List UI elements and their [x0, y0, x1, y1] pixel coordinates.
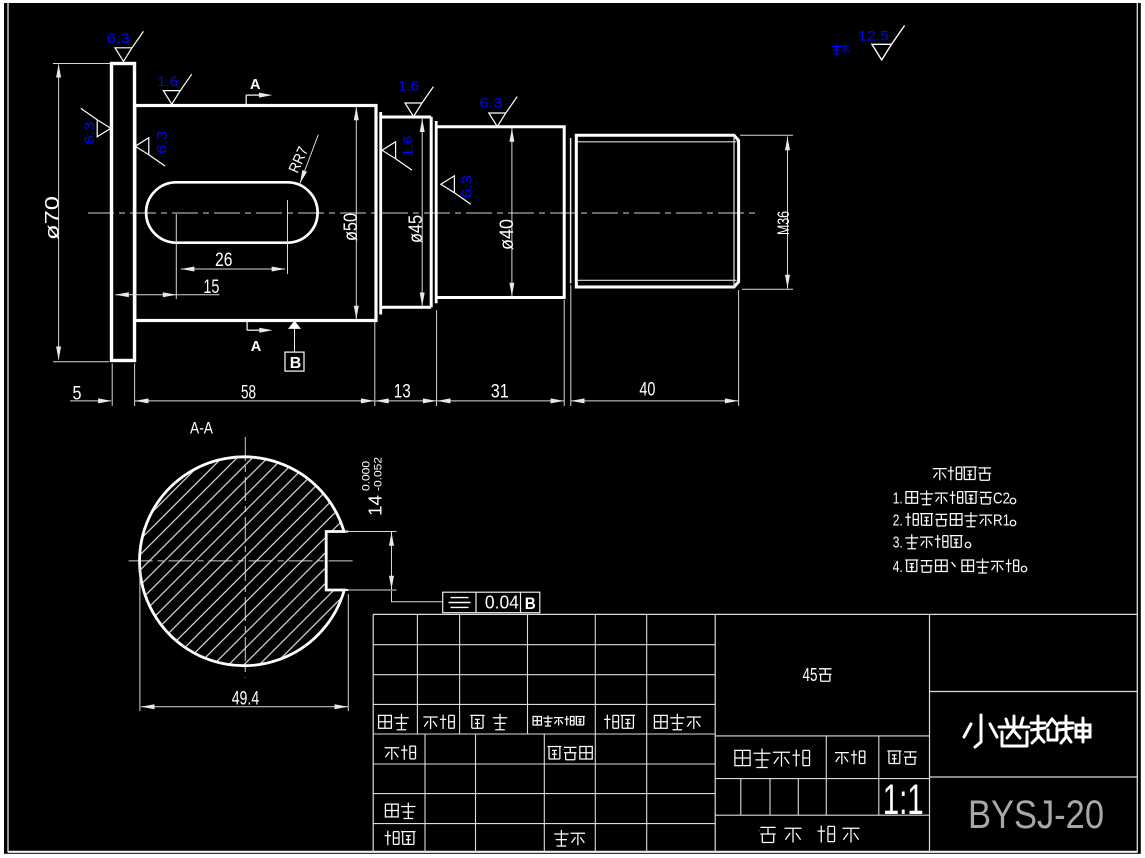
svg-text:0.04: 0.04: [485, 592, 519, 612]
svg-text:1.6: 1.6: [400, 135, 416, 156]
svg-text:0.000: 0.000: [361, 461, 373, 491]
svg-text:3.: 3.: [893, 535, 903, 552]
svg-text:45: 45: [803, 665, 818, 685]
svg-text:1.: 1.: [893, 491, 903, 508]
svg-text:40: 40: [639, 379, 655, 400]
svg-text:ø70: ø70: [43, 196, 64, 240]
svg-text:6.3: 6.3: [81, 121, 97, 144]
svg-text:ø40: ø40: [497, 219, 518, 250]
svg-text:1.6: 1.6: [398, 78, 419, 94]
svg-text:4.: 4.: [893, 559, 903, 576]
svg-text:A: A: [251, 339, 262, 355]
svg-text:B: B: [525, 594, 536, 613]
svg-text:A: A: [250, 77, 261, 93]
svg-text:15: 15: [203, 277, 219, 298]
svg-text:6.3: 6.3: [153, 131, 169, 154]
svg-text:-0.052: -0.052: [373, 457, 385, 491]
svg-text:58: 58: [241, 383, 256, 404]
svg-text:6.3: 6.3: [480, 95, 503, 111]
svg-text:ø50: ø50: [341, 213, 362, 241]
svg-text:M36: M36: [774, 211, 793, 235]
svg-text:1.6: 1.6: [157, 73, 178, 89]
svg-text:6.3: 6.3: [459, 175, 475, 198]
svg-text:R1: R1: [993, 513, 1010, 530]
svg-text:C2: C2: [993, 491, 1010, 508]
svg-text:ø45: ø45: [406, 215, 427, 243]
svg-text:14: 14: [366, 495, 386, 516]
svg-text:5: 5: [73, 383, 82, 404]
svg-text:B: B: [290, 355, 302, 372]
svg-text:31: 31: [491, 382, 509, 403]
svg-text:49.4: 49.4: [232, 689, 260, 710]
svg-text:13: 13: [394, 382, 411, 403]
svg-text:6.3: 6.3: [107, 30, 130, 46]
svg-text:1:1: 1:1: [883, 776, 924, 824]
svg-text:26: 26: [215, 250, 233, 271]
svg-text:2.: 2.: [893, 513, 903, 530]
svg-text:12.5: 12.5: [858, 27, 889, 43]
svg-text:BYSJ-20: BYSJ-20: [968, 793, 1104, 837]
svg-text:A-A: A-A: [190, 420, 213, 438]
